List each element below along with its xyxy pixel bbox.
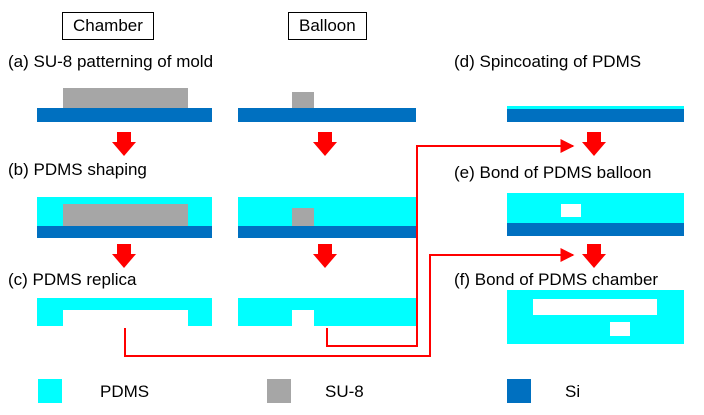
- f-chamber-cavity: [533, 299, 657, 315]
- a-chamber-si-wafer: [37, 108, 212, 122]
- legend-pdms-swatch: [38, 379, 62, 403]
- legend-si-swatch: [507, 379, 531, 403]
- e-si-wafer: [507, 223, 684, 236]
- connector-balloon-to-e: [326, 139, 575, 347]
- legend-su8-label: SU-8: [325, 382, 364, 401]
- step-a-label: (a) SU-8 patterning of mold: [8, 52, 214, 71]
- e-balloon-cavity: [561, 204, 581, 217]
- a-chamber-su8-mold: [63, 88, 188, 108]
- chamber-header: Chamber: [62, 12, 154, 40]
- e-pdms-layer: [507, 193, 684, 223]
- a-balloon-su8-mold: [292, 92, 314, 108]
- b-balloon-si: [238, 226, 416, 238]
- arrow-a-to-b-chamber: [112, 132, 136, 156]
- f-balloon-cavity: [610, 322, 630, 336]
- step-c-label: (c) PDMS replica: [8, 270, 137, 289]
- c-balloon-replica: [238, 298, 416, 326]
- arrow-a-to-b-balloon: [313, 132, 337, 156]
- d-si-wafer: [507, 109, 684, 122]
- d-pdms-thin-layer: [507, 106, 684, 109]
- f-pdms-block: [507, 290, 684, 344]
- a-balloon-si-wafer: [238, 108, 416, 122]
- b-chamber-si: [37, 226, 212, 238]
- step-d-label: (d) Spincoating of PDMS: [454, 52, 642, 71]
- step-b-label: (b) PDMS shaping: [8, 160, 147, 179]
- connector-chamber-to-f: [124, 248, 575, 357]
- legend-pdms-label: PDMS: [100, 382, 150, 401]
- arrow-b-to-c-balloon: [313, 244, 337, 268]
- b-balloon-su8: [292, 208, 314, 226]
- balloon-header: Balloon: [288, 12, 367, 40]
- legend-su8-swatch: [267, 379, 291, 403]
- b-chamber-su8: [63, 204, 188, 226]
- arrow-d-to-e: [582, 132, 606, 156]
- arrow-e-to-f: [582, 244, 606, 268]
- step-f-label: (f) Bond of PDMS chamber: [454, 270, 659, 289]
- step-e-label: (e) Bond of PDMS balloon: [454, 163, 652, 182]
- legend-si-label: Si: [565, 382, 581, 401]
- c-chamber-replica: [37, 298, 212, 326]
- b-balloon-pdms: [238, 197, 416, 226]
- arrow-b-to-c-chamber: [112, 244, 136, 268]
